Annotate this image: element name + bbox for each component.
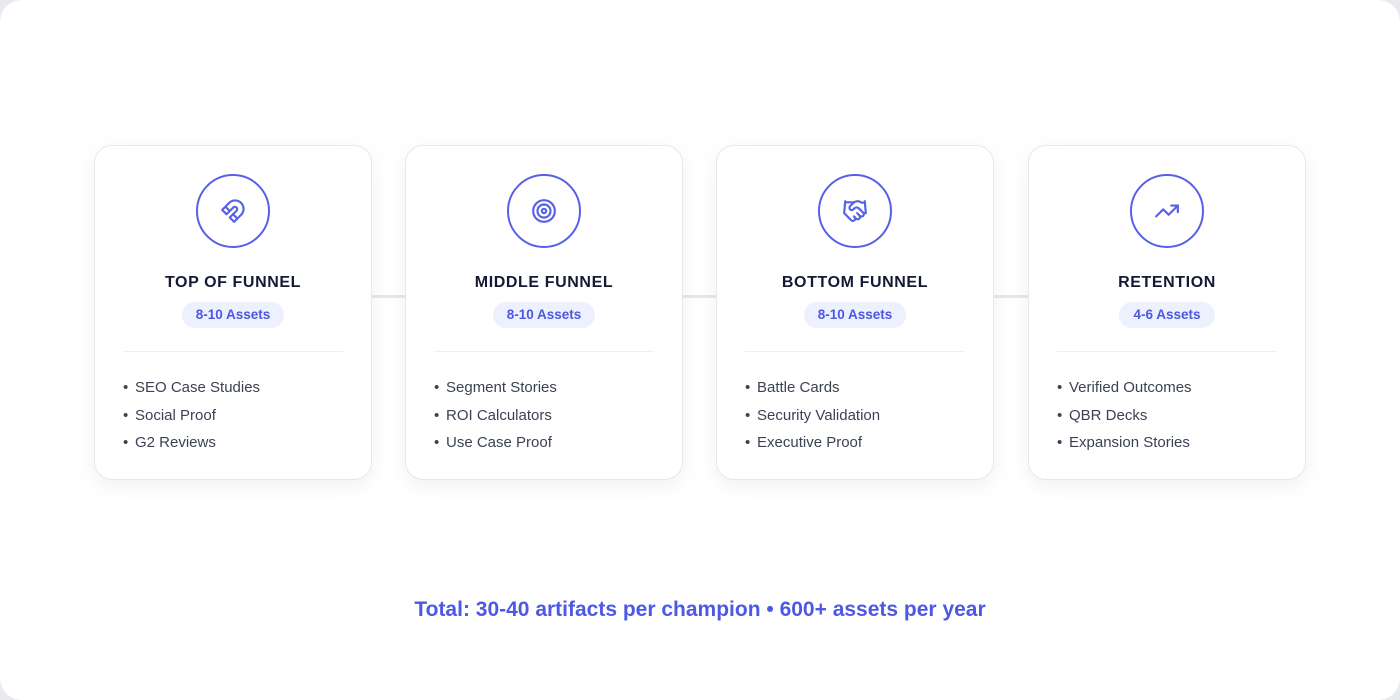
trending-up-icon xyxy=(1130,174,1204,248)
list-item: •SEO Case Studies xyxy=(123,379,261,396)
stage-title: RETENTION xyxy=(1118,274,1216,291)
asset-list: •Battle Cards •Security Validation •Exec… xyxy=(745,374,880,457)
stage-title: MIDDLE FUNNEL xyxy=(474,274,614,291)
list-item: •Executive Proof xyxy=(745,434,863,451)
list-item: •Battle Cards xyxy=(745,379,840,396)
asset-count-badge: 4-6 Assets xyxy=(1119,302,1215,328)
stage-card-retention: RETENTION 4-6 Assets •Verified Outcomes … xyxy=(1028,145,1306,480)
asset-count-badge: 8-10 Assets xyxy=(181,302,285,328)
target-icon xyxy=(507,174,581,248)
handshake-icon xyxy=(818,174,892,248)
card-divider xyxy=(745,351,965,352)
summary-text: Total: 30-40 artifacts per champion • 60… xyxy=(414,598,986,621)
asset-list: •SEO Case Studies •Social Proof •G2 Revi… xyxy=(123,374,260,457)
list-item: •G2 Reviews xyxy=(123,434,216,451)
stage-connector xyxy=(372,295,405,298)
stage-card-middle-funnel: MIDDLE FUNNEL 8-10 Assets •Segment Stori… xyxy=(405,145,683,480)
card-divider xyxy=(434,351,654,352)
list-item: •Expansion Stories xyxy=(1057,434,1190,451)
stage-card-bottom-funnel: BOTTOM FUNNEL 8-10 Assets •Battle Cards … xyxy=(716,145,994,480)
list-item: •Segment Stories xyxy=(434,379,557,396)
list-item: •Social Proof xyxy=(123,406,216,424)
magnet-icon xyxy=(196,174,270,248)
card-divider xyxy=(1057,351,1277,352)
list-item: •QBR Decks xyxy=(1057,406,1148,424)
stage-card-top-of-funnel: TOP OF FUNNEL 8-10 Assets •SEO Case Stud… xyxy=(94,145,372,480)
stage-connector xyxy=(683,295,716,298)
card-divider xyxy=(123,351,343,352)
list-item: •Verified Outcomes xyxy=(1057,379,1192,396)
asset-count-badge: 8-10 Assets xyxy=(492,302,596,328)
stage-connector xyxy=(994,295,1028,298)
stage-title: BOTTOM FUNNEL xyxy=(781,274,929,291)
stage-title: TOP OF FUNNEL xyxy=(164,274,302,291)
list-item: •Use Case Proof xyxy=(434,434,552,451)
funnel-stages: TOP OF FUNNEL 8-10 Assets •SEO Case Stud… xyxy=(94,145,1307,482)
list-item: •Security Validation xyxy=(745,406,881,424)
asset-count-badge: 8-10 Assets xyxy=(803,302,907,328)
asset-list: •Segment Stories •ROI Calculators •Use C… xyxy=(434,374,557,457)
asset-list: •Verified Outcomes •QBR Decks •Expansion… xyxy=(1057,374,1192,457)
list-item: •ROI Calculators xyxy=(434,406,552,424)
